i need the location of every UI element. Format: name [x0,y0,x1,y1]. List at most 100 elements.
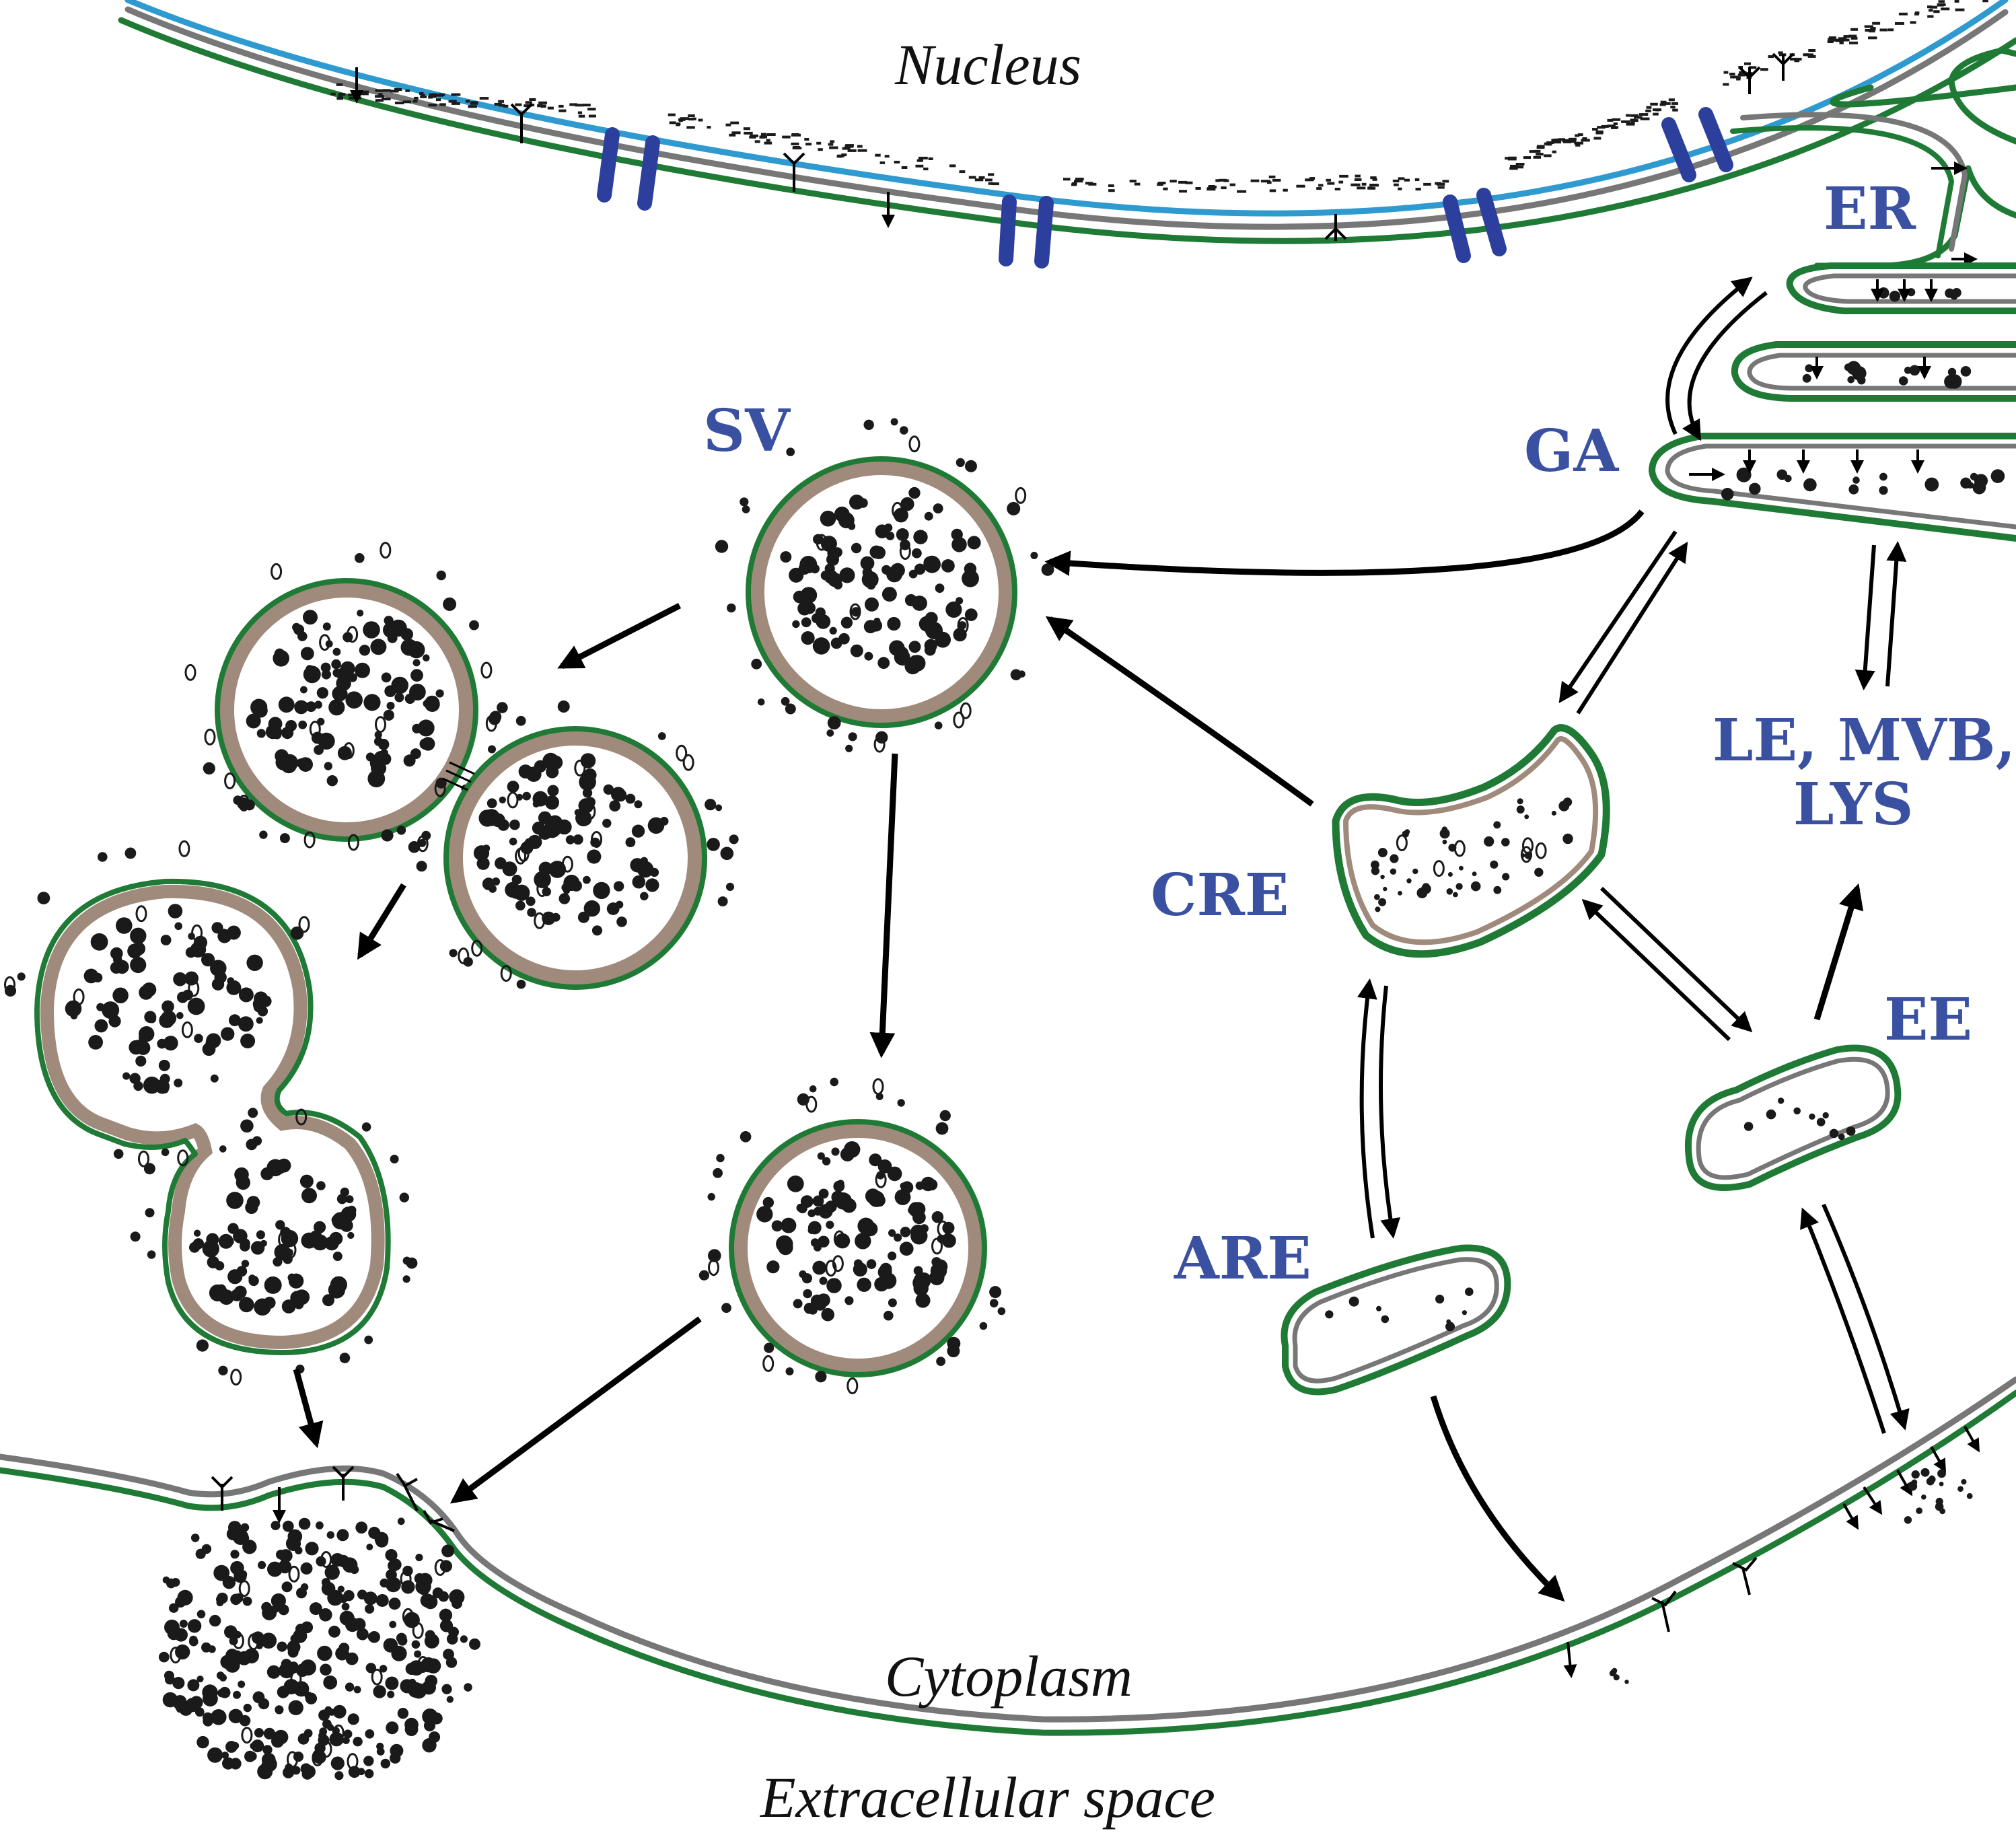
chromatin-fragment [1640,117,1650,120]
label-ga: GA [1524,417,1619,485]
chromatin-fragment [1229,183,1235,186]
cargo-particle [507,781,519,793]
plasma-membrane [0,1376,2016,1780]
cargo-particle [634,800,643,809]
cargo-particle [707,1192,715,1201]
cargo-particle [273,1729,289,1745]
chromatin-fragment [1839,41,1844,44]
chromatin-fragment [762,135,767,139]
chromatin-fragment [494,102,502,106]
chromatin-fragment [1849,41,1858,44]
nuclear-pore-complexes [597,107,1733,268]
cargo-ring [762,1355,775,1372]
cargo-particle [17,972,26,981]
chromatin-fragment [503,104,509,108]
chromatin-fragment [1509,167,1518,170]
golgi-cargo [1721,287,2005,501]
cargo-particle [1446,1319,1451,1324]
cargo-particle [318,732,335,750]
chromatin-fragment [336,83,343,86]
cargo-particle [1822,1112,1829,1119]
cargo-ring [343,742,355,759]
cargo-particle [316,1521,324,1530]
chromatin-fragment [1392,179,1400,182]
cargo-particle [300,1562,313,1575]
cargo-particle [162,1576,170,1584]
cargo-particle [899,1242,914,1256]
cargo-particle [161,1148,170,1157]
cargo-ring [500,965,512,982]
cargo-ring [271,563,283,580]
chromatin-fragment [1808,49,1816,52]
cargo-particle [563,874,580,892]
chromatin-fragment [1537,145,1545,148]
cargo-particle [96,1003,105,1011]
arrow-are-to-pm [1430,1395,1565,1602]
cargo-particle [161,1010,177,1026]
chromatin-fragment [949,164,956,168]
cargo-particle [274,648,285,659]
cargo-particle [238,1016,254,1032]
cargo-particle [414,1650,422,1658]
cargo-particle [1947,367,1957,377]
cargo-particle [547,815,563,831]
cargo-particle [942,1221,955,1234]
cargo-particle [829,626,837,635]
cargo-particle [143,1076,161,1094]
cargo-particle [1380,875,1385,879]
cargo-particle [821,1307,834,1322]
chromatin-fragment [1361,182,1367,186]
cargo-particle [262,1745,273,1755]
cargo-particle [161,1000,174,1013]
cargo-particle [1455,883,1463,890]
arrow-budding-to-pm [293,1368,324,1449]
cargo-particle [258,1560,266,1569]
chromatin-fragment [1108,189,1115,192]
cargo-particle [1816,1118,1826,1126]
cargo-particle [894,1233,902,1242]
chromatin [330,0,1988,193]
cargo-particle [165,1674,175,1685]
cargo-particle [160,935,172,945]
arrow-fusion-to-budding [357,883,406,960]
cargo-particle [443,597,457,611]
cargo-particle [476,857,490,870]
cargo-particle [1010,669,1022,680]
arrow-sv-to-lower [869,753,898,1058]
cargo-particle [293,1752,304,1762]
cargo-particle [1551,810,1556,816]
chromatin-fragment [1864,25,1873,28]
cargo-particle [408,1660,425,1676]
chromatin-fragment [470,101,478,104]
cargo-particle [827,716,841,730]
cargo-ring [298,916,310,933]
cargo-particle [1446,888,1453,895]
chromatin-fragment [1835,39,1844,42]
cargo-particle [1439,828,1450,839]
chromatin-fragment [1129,180,1137,183]
cargo-particle [400,1679,415,1694]
chromatin-fragment [1879,28,1888,32]
cargo-particle [831,1147,840,1156]
cargo-particle [380,1758,390,1769]
cargo-ring [73,988,85,1005]
cargo-particle [884,1310,894,1321]
cargo-particle [169,1603,179,1613]
chromatin-fragment [336,97,343,100]
cargo-particle [130,1231,141,1242]
cargo-particle [915,1181,925,1190]
cargo-particle [122,1072,131,1080]
cargo-particle [233,1229,248,1244]
cargo-particle [1493,886,1502,894]
chromatin-fragment [1646,106,1652,109]
cargo-ring [872,1078,884,1095]
chromatin-fragment [1630,118,1636,122]
chromatin-fragment [1914,11,1920,15]
cargo-particle [786,447,795,456]
cargo-particle [1377,848,1388,857]
cargo-particle [869,1153,882,1167]
chromatin-fragment [678,119,683,122]
chromatin-fragment [452,102,460,105]
cargo-particle [240,1523,250,1532]
chromatin-fragment [1868,36,1877,40]
